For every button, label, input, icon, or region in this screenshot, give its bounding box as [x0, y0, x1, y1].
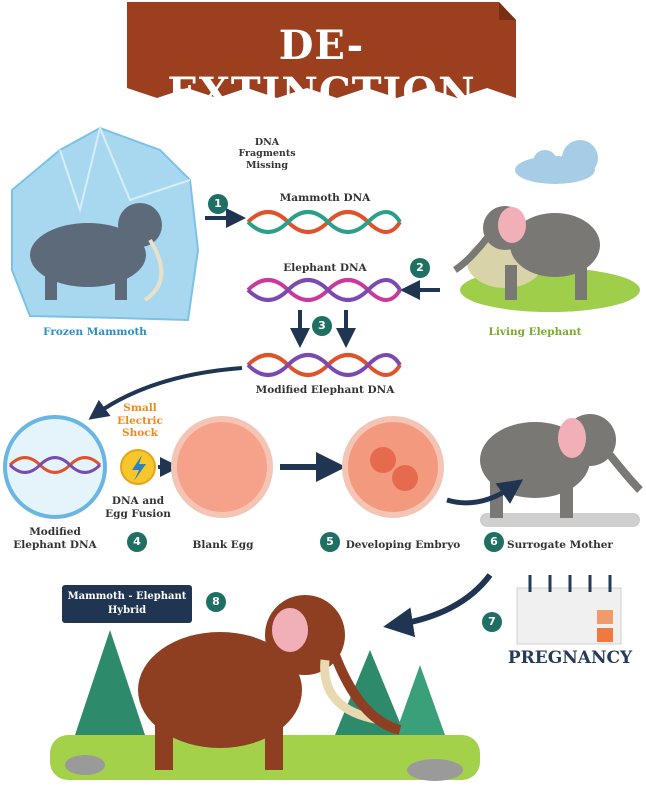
modified-elephant-dna-sphere-label: Modified Elephant DNA	[13, 526, 97, 551]
hybrid-mammoth-icon	[138, 595, 402, 770]
arrow-to-sphere	[88, 366, 243, 420]
modified-dna-icon	[246, 353, 402, 377]
frozen-mammoth-icon	[30, 203, 164, 302]
step-badge-6: 6	[484, 532, 504, 552]
step-badge-1: 1	[208, 194, 228, 214]
modified-elephant-dna-label: Modified Elephant DNA	[255, 384, 395, 396]
step-badge-7: 7	[482, 612, 502, 632]
cloud-icon	[515, 140, 598, 184]
arrow-embryo-surrogate	[446, 479, 524, 506]
frozen-mammoth-label: Frozen Mammoth	[43, 326, 147, 338]
blank-egg-label: Blank Egg	[192, 539, 254, 551]
step-badge-5: 5	[320, 532, 340, 552]
step-badge-3: 3	[312, 316, 332, 336]
living-elephant-icon	[453, 206, 640, 312]
elephant-dna-label: Elephant DNA	[283, 262, 367, 274]
pregnancy-label: PREGNANCY	[507, 648, 633, 668]
hybrid-label-box: Mammoth - Elephant Hybrid	[62, 585, 192, 623]
living-elephant-label: Living Elephant	[488, 326, 582, 338]
developing-embryo-icon	[342, 416, 444, 518]
surrogate-mother-label: Surrogate Mother	[507, 539, 613, 551]
step-badge-8: 8	[206, 592, 226, 612]
calendar-icon	[516, 575, 622, 645]
ice-block-icon	[11, 124, 200, 322]
title-banner	[127, 2, 516, 98]
elephant-dna-icon	[246, 278, 402, 302]
page-title: DE-EXTINCTION	[167, 22, 476, 116]
step-badge-4: 4	[127, 532, 147, 552]
arrow-pregnancy-hybrid	[383, 573, 493, 638]
blank-egg-icon	[171, 416, 273, 518]
step-badge-2: 2	[410, 258, 430, 278]
surrogate-elephant-icon	[480, 414, 643, 527]
dna-egg-fusion-label: DNA and Egg Fusion	[105, 495, 171, 520]
mammoth-dna-label: Mammoth DNA	[279, 192, 371, 204]
dna-sphere-icon	[3, 415, 107, 519]
small-electric-shock-label: Small Electric Shock	[117, 402, 163, 440]
electric-shock-icon	[120, 449, 156, 485]
dna-fragments-missing-label: DNA Fragments Missing	[238, 137, 296, 171]
developing-embryo-label: Developing Embryo	[345, 539, 461, 551]
mammoth-dna-icon	[246, 210, 402, 234]
hybrid-label: Mammoth - Elephant Hybrid	[67, 591, 187, 616]
